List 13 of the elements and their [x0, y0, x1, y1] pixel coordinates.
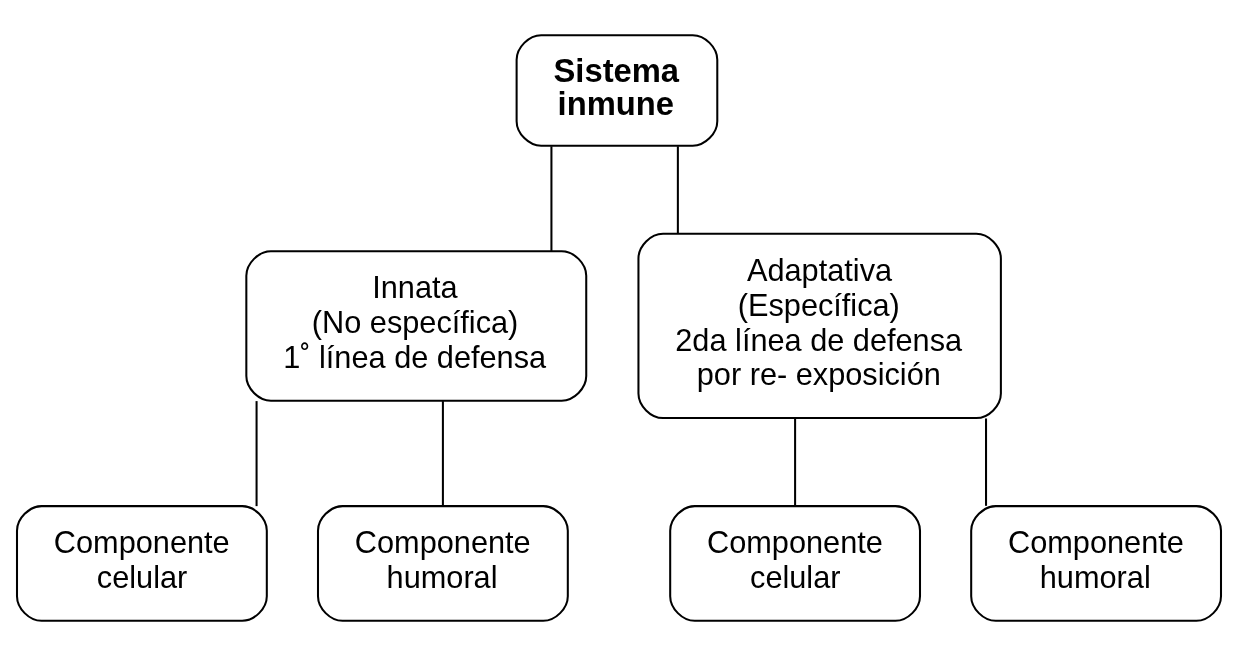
connector [985, 418, 988, 506]
node-box: Sistema inmune [515, 34, 719, 147]
connector [441, 401, 444, 507]
node-box: Innata (No específica) 1˚ línea de defensa [245, 250, 588, 402]
node-box: Componente celular [15, 505, 268, 622]
connector [794, 418, 797, 506]
node-box: Adaptativa (Específica) 2da línea de defensa por re- exposición [637, 232, 1002, 420]
node-box: Componente celular [669, 505, 922, 622]
connector [255, 401, 258, 507]
node-box: Componente humoral [316, 505, 569, 622]
connector [550, 146, 553, 251]
connector [676, 146, 679, 234]
node-box: Componente humoral [970, 505, 1223, 622]
